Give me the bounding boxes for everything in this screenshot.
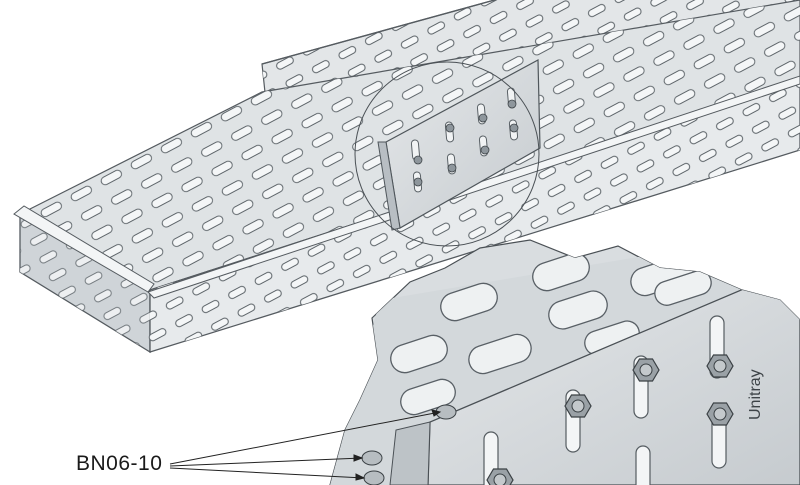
detail-magnifier-circle [354,61,540,247]
hex-bolts [361,354,734,485]
zoom-detail-view: Unitray [329,239,800,485]
brand-mark: Unitray [747,369,764,420]
tray-front-wall [13,75,800,354]
callout-leader-lines [169,409,442,481]
part-number-callout: BN06-10 [76,452,163,475]
splice-plate [377,59,541,231]
